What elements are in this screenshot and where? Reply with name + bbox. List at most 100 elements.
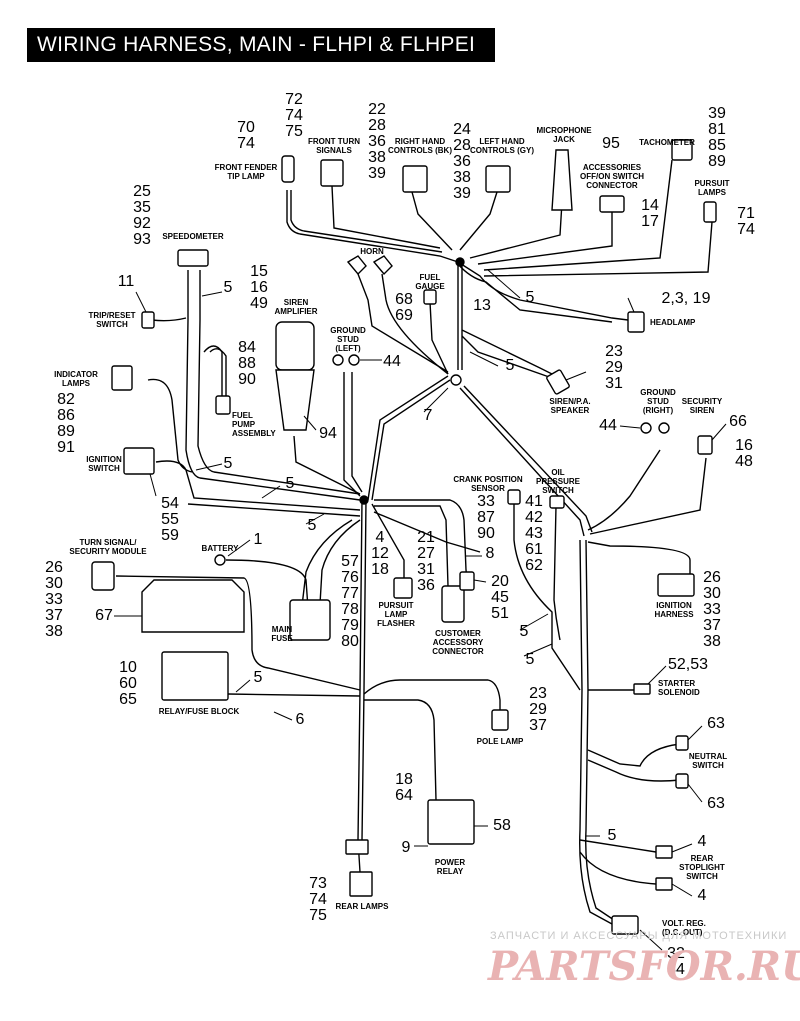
- accessories-switch-connector: [599, 195, 625, 213]
- siren-amplifier-boot: [275, 369, 315, 431]
- upper-junction: [455, 257, 465, 267]
- stoplight-switch-top: [655, 845, 673, 859]
- ground-stud-left-a: [332, 354, 344, 366]
- watermark-line1: ЗАПЧАСТИ И АКСЕССУАРЫ ДЛЯ МОТОТЕХНИКИ: [490, 930, 787, 942]
- callout-95: 95: [602, 135, 620, 152]
- horn-right: [372, 255, 393, 276]
- speedometer-connector: [177, 249, 209, 267]
- main-fuse: [289, 599, 331, 641]
- security-siren-connector: [697, 435, 713, 455]
- accessory-connector-side: [459, 571, 475, 591]
- label-battery: BATTERY: [202, 544, 240, 553]
- callout-5-lower: 5: [608, 827, 617, 844]
- stoplight-switch-bottom: [655, 877, 673, 891]
- callout-5-left: 5: [308, 517, 317, 534]
- label-speedometer: SPEEDOMETER: [162, 232, 224, 241]
- callout-5-relay: 5: [254, 669, 263, 686]
- label-turn-signal-module: TURN SIGNAL/SECURITY MODULE: [69, 538, 147, 556]
- callout-44-right: 44: [599, 417, 617, 434]
- callout-58: 58: [493, 817, 511, 834]
- callout-5-ign: 5: [224, 455, 233, 472]
- volt-reg-connector: [611, 915, 639, 935]
- relay-fuse-block: [161, 651, 229, 701]
- callout-13: 13: [473, 297, 491, 314]
- callout-66: 66: [729, 413, 747, 430]
- watermark: ЗАПЧАСТИ И АКСЕССУАРЫ ДЛЯ МОТОТЕХНИКИ PA…: [487, 930, 800, 990]
- siren-pa-speaker-connector: [546, 369, 570, 395]
- center-junction: [359, 495, 369, 505]
- rear-lamps-connector: [349, 871, 373, 897]
- callout-5-b: 5: [526, 651, 535, 668]
- callout-7: 7: [424, 407, 433, 424]
- rear-lamps-connector-upper: [345, 839, 369, 855]
- oil-pressure-switch-connector: [549, 495, 565, 509]
- microphone-jack: [551, 149, 573, 211]
- trip-reset-switch-connector: [141, 311, 155, 329]
- front-fender-tip-lamp: [281, 155, 295, 183]
- callout-9: 9: [402, 839, 411, 856]
- harness-wires: [115, 159, 713, 925]
- callout-11: 11: [118, 273, 135, 290]
- label-volt-reg: VOLT. REG.(D.C. OUT): [662, 919, 706, 937]
- turn-signal-module-connector: [91, 561, 115, 591]
- callout-44-left: 44: [383, 353, 401, 370]
- callout-5-mid: 5: [506, 357, 515, 374]
- ground-stud-right-b: [658, 422, 670, 434]
- label-horn: HORN: [360, 247, 384, 256]
- label-siren-pa-speaker: SIREN/P.A.SPEAKER: [549, 397, 590, 415]
- crank-position-sensor-connector: [507, 489, 521, 505]
- callout-6: 6: [296, 711, 305, 728]
- page-title: WIRING HARNESS, MAIN - FLHPI & FLHPEI: [37, 33, 476, 56]
- tachometer-connector: [671, 139, 693, 161]
- watermark-line2: PARTSFOR.RU: [487, 943, 800, 990]
- pursuit-lamps-connector: [703, 201, 717, 223]
- pole-lamp-connector: [491, 709, 509, 731]
- callout-63-top: 63: [707, 715, 725, 732]
- mid-junction: [450, 374, 462, 386]
- callout-5-center: 5: [286, 475, 295, 492]
- callout-5-a: 5: [520, 623, 529, 640]
- components: [91, 139, 717, 935]
- callout-1: 1: [254, 531, 263, 548]
- front-turn-signals-connector: [320, 159, 344, 187]
- fuel-gauge-connector: [423, 289, 437, 305]
